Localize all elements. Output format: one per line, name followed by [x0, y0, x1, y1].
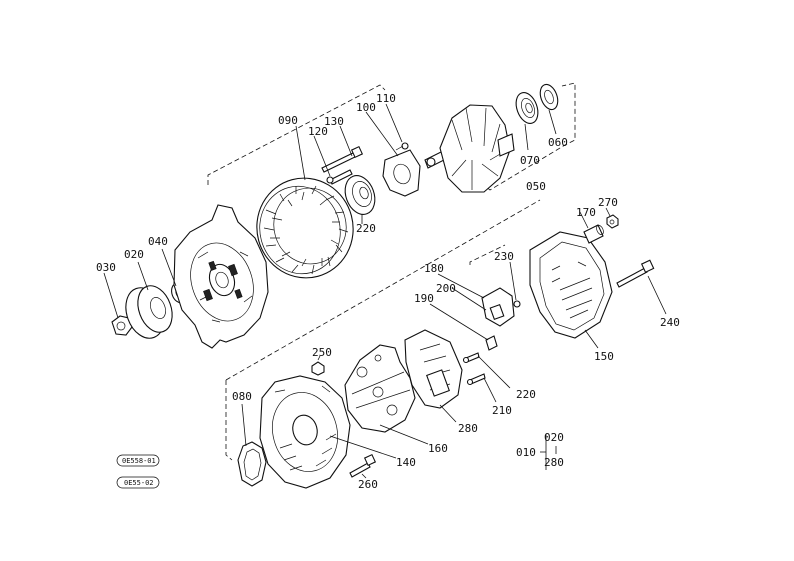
label-230: 230	[494, 250, 514, 263]
nut-270	[606, 214, 619, 229]
label-090: 090	[278, 114, 298, 127]
stamp-top-outline	[116, 454, 160, 467]
label-280-range: 280	[544, 456, 564, 469]
label-260: 260	[358, 478, 378, 491]
label-010: 010	[516, 446, 536, 459]
stator-090	[256, 177, 354, 279]
pulley-020	[125, 285, 173, 339]
rectifier-160	[344, 344, 416, 433]
label-240: 240	[660, 316, 680, 329]
label-070: 070	[520, 154, 540, 167]
screw-110	[395, 142, 409, 151]
bolts-120-130	[321, 145, 364, 185]
bearing-cover-060	[539, 83, 559, 111]
part-number-labels: 030 020 040 090 120 130 100 110 220 070 …	[96, 92, 680, 491]
label-280: 280	[458, 422, 478, 435]
label-110: 110	[376, 92, 396, 105]
bearing-070	[515, 92, 539, 124]
label-140: 140	[396, 456, 416, 469]
label-200: 200	[436, 282, 456, 295]
regulator-280	[404, 329, 463, 409]
drive-end-housing	[173, 204, 269, 349]
stamp-top-text: 0E558-01	[122, 457, 156, 465]
label-020: 020	[124, 248, 144, 261]
label-180: 180	[424, 262, 444, 275]
gasket-080	[237, 441, 267, 487]
label-120: 120	[308, 125, 328, 138]
rear-cover-150	[529, 231, 613, 339]
nut-250	[311, 361, 325, 376]
reference-stamps: 0E558-01 0E55-02	[116, 454, 160, 489]
sleeve-170	[583, 224, 604, 244]
label-190: 190	[414, 292, 434, 305]
label-170: 170	[576, 206, 596, 219]
bearing-220-upper	[344, 175, 376, 215]
rotor-assembly	[424, 104, 515, 193]
label-250: 250	[312, 346, 332, 359]
screw-230	[513, 300, 521, 308]
label-150: 150	[594, 350, 614, 363]
bolt-240	[616, 259, 655, 288]
screws-210-220-lower	[462, 352, 486, 386]
label-100: 100	[356, 101, 376, 114]
stamp-bottom-outline	[116, 476, 160, 489]
label-030: 030	[96, 261, 116, 274]
stamp-bottom-text: 0E55-02	[124, 479, 154, 487]
label-220-upper: 220	[356, 222, 376, 235]
label-060: 060	[548, 136, 568, 149]
bolt-260	[349, 453, 377, 478]
lower-assembly-bracket	[225, 199, 541, 461]
brush-holder-180	[481, 287, 515, 351]
leader-lines	[103, 103, 667, 479]
rear-housing-140	[259, 375, 351, 489]
label-130: 130	[324, 115, 344, 128]
label-050: 050	[526, 180, 546, 193]
label-220-lower: 220	[516, 388, 536, 401]
label-040: 040	[148, 235, 168, 248]
label-080: 080	[232, 390, 252, 403]
bearing-plate-100	[382, 149, 421, 197]
label-160: 160	[428, 442, 448, 455]
label-020-range: 020	[544, 431, 564, 444]
label-210: 210	[492, 404, 512, 417]
label-270: 270	[598, 196, 618, 209]
